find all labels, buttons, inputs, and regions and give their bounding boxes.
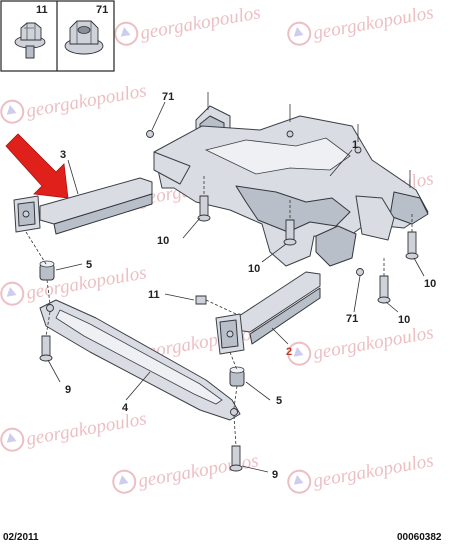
callout-labels: 71 3 1 10 5 10 10 11 71 10 2 9 4 5 9 [60,91,436,481]
lower-tie-bar [39,299,241,421]
bolts [39,130,419,472]
watermark-text: georgakopoulos [137,450,261,492]
flange-bolt-icon [14,22,46,59]
callout-5-lower: 5 [276,395,282,407]
assembly-lines [25,176,413,447]
callout-9-left: 9 [65,384,71,396]
callout-10-mid: 10 [248,263,260,275]
watermark-text: georgakopoulos [25,80,149,122]
fastener-inset: 11 71 [0,0,115,72]
callout-5-upper: 5 [86,259,92,271]
callout-2: 2 [286,346,292,358]
subframe-crossmember [153,92,429,267]
footer: 02/2011 00060382 [3,532,442,543]
watermark-1: georgakopoulos [114,2,263,46]
callout-10-lower: 10 [398,314,410,326]
bushing-lower [229,366,245,387]
footer-date: 02/2011 [3,532,39,543]
red-direction-arrow [5,133,69,199]
callout-10-left: 10 [157,235,169,247]
inset-number-right: 71 [96,4,108,16]
inset-number-left: 11 [36,4,48,16]
callout-11: 11 [148,289,160,301]
callout-9-lower: 9 [272,469,278,481]
callout-4: 4 [122,402,129,414]
watermark-2: georgakopoulos [287,2,436,46]
watermark-text: georgakopoulos [312,322,436,364]
watermark-8: georgakopoulos [287,322,436,366]
bushing-upper [39,260,55,281]
watermark-text: georgakopoulos [139,2,263,44]
callout-10-right: 10 [424,278,436,290]
watermark-layer: georgakopoulos georgakopoulos georgakopo… [0,2,436,494]
footer-code: 00060382 [397,532,442,543]
watermark-text: georgakopoulos [312,2,436,44]
callout-71-lower: 71 [346,313,358,325]
watermark-text: georgakopoulos [312,450,436,492]
watermark-text: georgakopoulos [25,408,149,450]
callout-1: 1 [352,139,358,151]
watermark-3: georgakopoulos [0,80,149,124]
watermark-6: georgakopoulos [0,262,148,306]
leader-lines [47,101,425,473]
left-extension-arm [13,177,153,235]
right-extension-arm [215,271,321,355]
watermark-11: georgakopoulos [287,450,436,494]
callout-3: 3 [60,149,66,161]
callout-71-top: 71 [162,91,174,103]
flange-nut-icon [64,20,104,55]
